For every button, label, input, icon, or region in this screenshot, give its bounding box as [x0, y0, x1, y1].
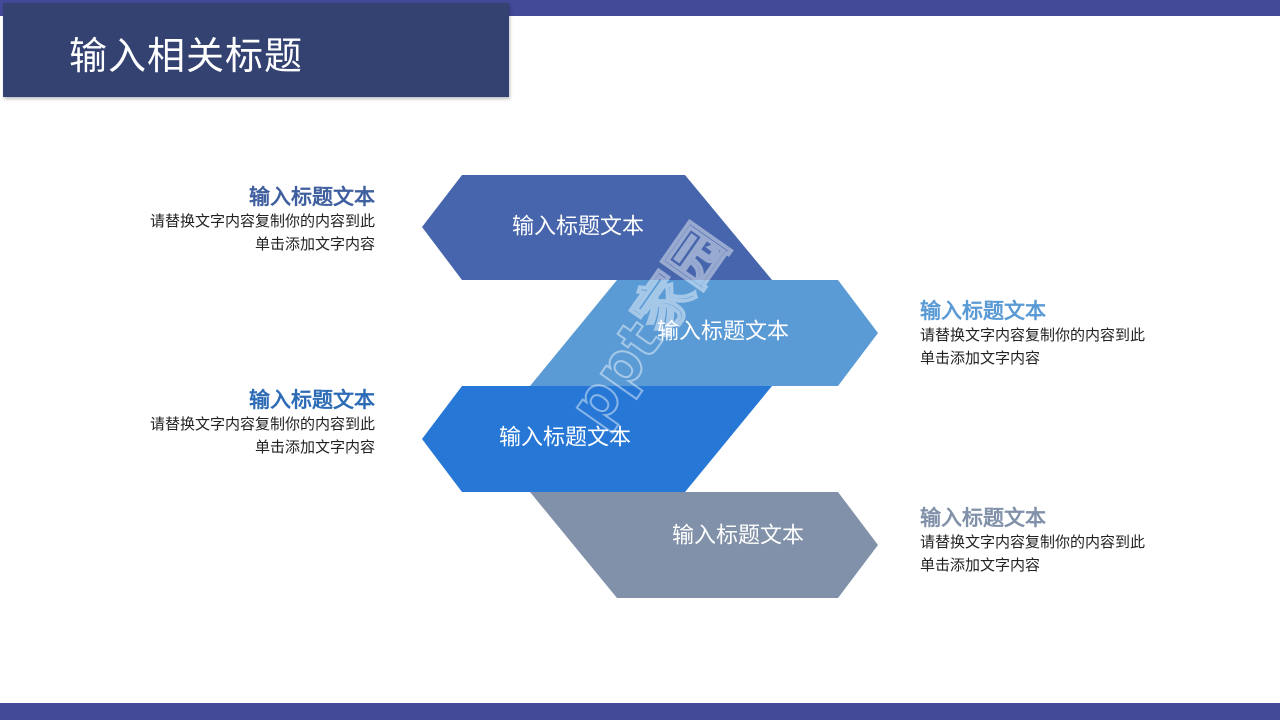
description-line: 单击添加文字内容	[920, 349, 1041, 367]
description-line: 单击添加文字内容	[254, 235, 375, 253]
shape-1-label: 输入标题文本	[512, 215, 644, 240]
description-block-4: 输入标题文本 请替换文字内容复制你的内容到此 单击添加文字内容	[920, 505, 1160, 577]
shape-3[interactable]	[422, 386, 772, 492]
description-line: 请替换文字内容复制你的内容到此	[149, 415, 375, 433]
description-block-3: 输入标题文本 请替换文字内容复制你的内容到此 单击添加文字内容	[135, 387, 375, 459]
description-heading: 输入标题文本	[920, 505, 1046, 530]
description-block-1: 输入标题文本 请替换文字内容复制你的内容到此 单击添加文字内容	[135, 184, 375, 256]
shape-2-label: 输入标题文本	[657, 320, 789, 345]
description-body: 请替换文字内容复制你的内容到此 单击添加文字内容	[920, 531, 1160, 577]
description-body: 请替换文字内容复制你的内容到此 单击添加文字内容	[920, 324, 1160, 370]
shape-4-label: 输入标题文本	[672, 524, 804, 549]
description-block-2: 输入标题文本 请替换文字内容复制你的内容到此 单击添加文字内容	[920, 298, 1160, 370]
description-body: 请替换文字内容复制你的内容到此 单击添加文字内容	[135, 210, 375, 256]
shape-2[interactable]	[530, 280, 878, 386]
page-title: 输入相关标题	[69, 34, 304, 78]
shape-1[interactable]	[422, 175, 772, 280]
description-line: 单击添加文字内容	[254, 438, 375, 456]
shape-4[interactable]	[530, 492, 878, 598]
description-heading: 输入标题文本	[249, 387, 375, 412]
bottom-accent-bar	[0, 703, 1280, 720]
description-heading: 输入标题文本	[920, 298, 1046, 323]
description-heading: 输入标题文本	[249, 184, 375, 209]
title-box: 输入相关标题	[3, 3, 509, 97]
description-line: 请替换文字内容复制你的内容到此	[149, 212, 375, 230]
description-line: 请替换文字内容复制你的内容到此	[920, 326, 1146, 344]
description-line: 单击添加文字内容	[920, 556, 1041, 574]
shape-3-label: 输入标题文本	[499, 426, 631, 451]
description-line: 请替换文字内容复制你的内容到此	[920, 533, 1146, 551]
description-body: 请替换文字内容复制你的内容到此 单击添加文字内容	[135, 413, 375, 459]
